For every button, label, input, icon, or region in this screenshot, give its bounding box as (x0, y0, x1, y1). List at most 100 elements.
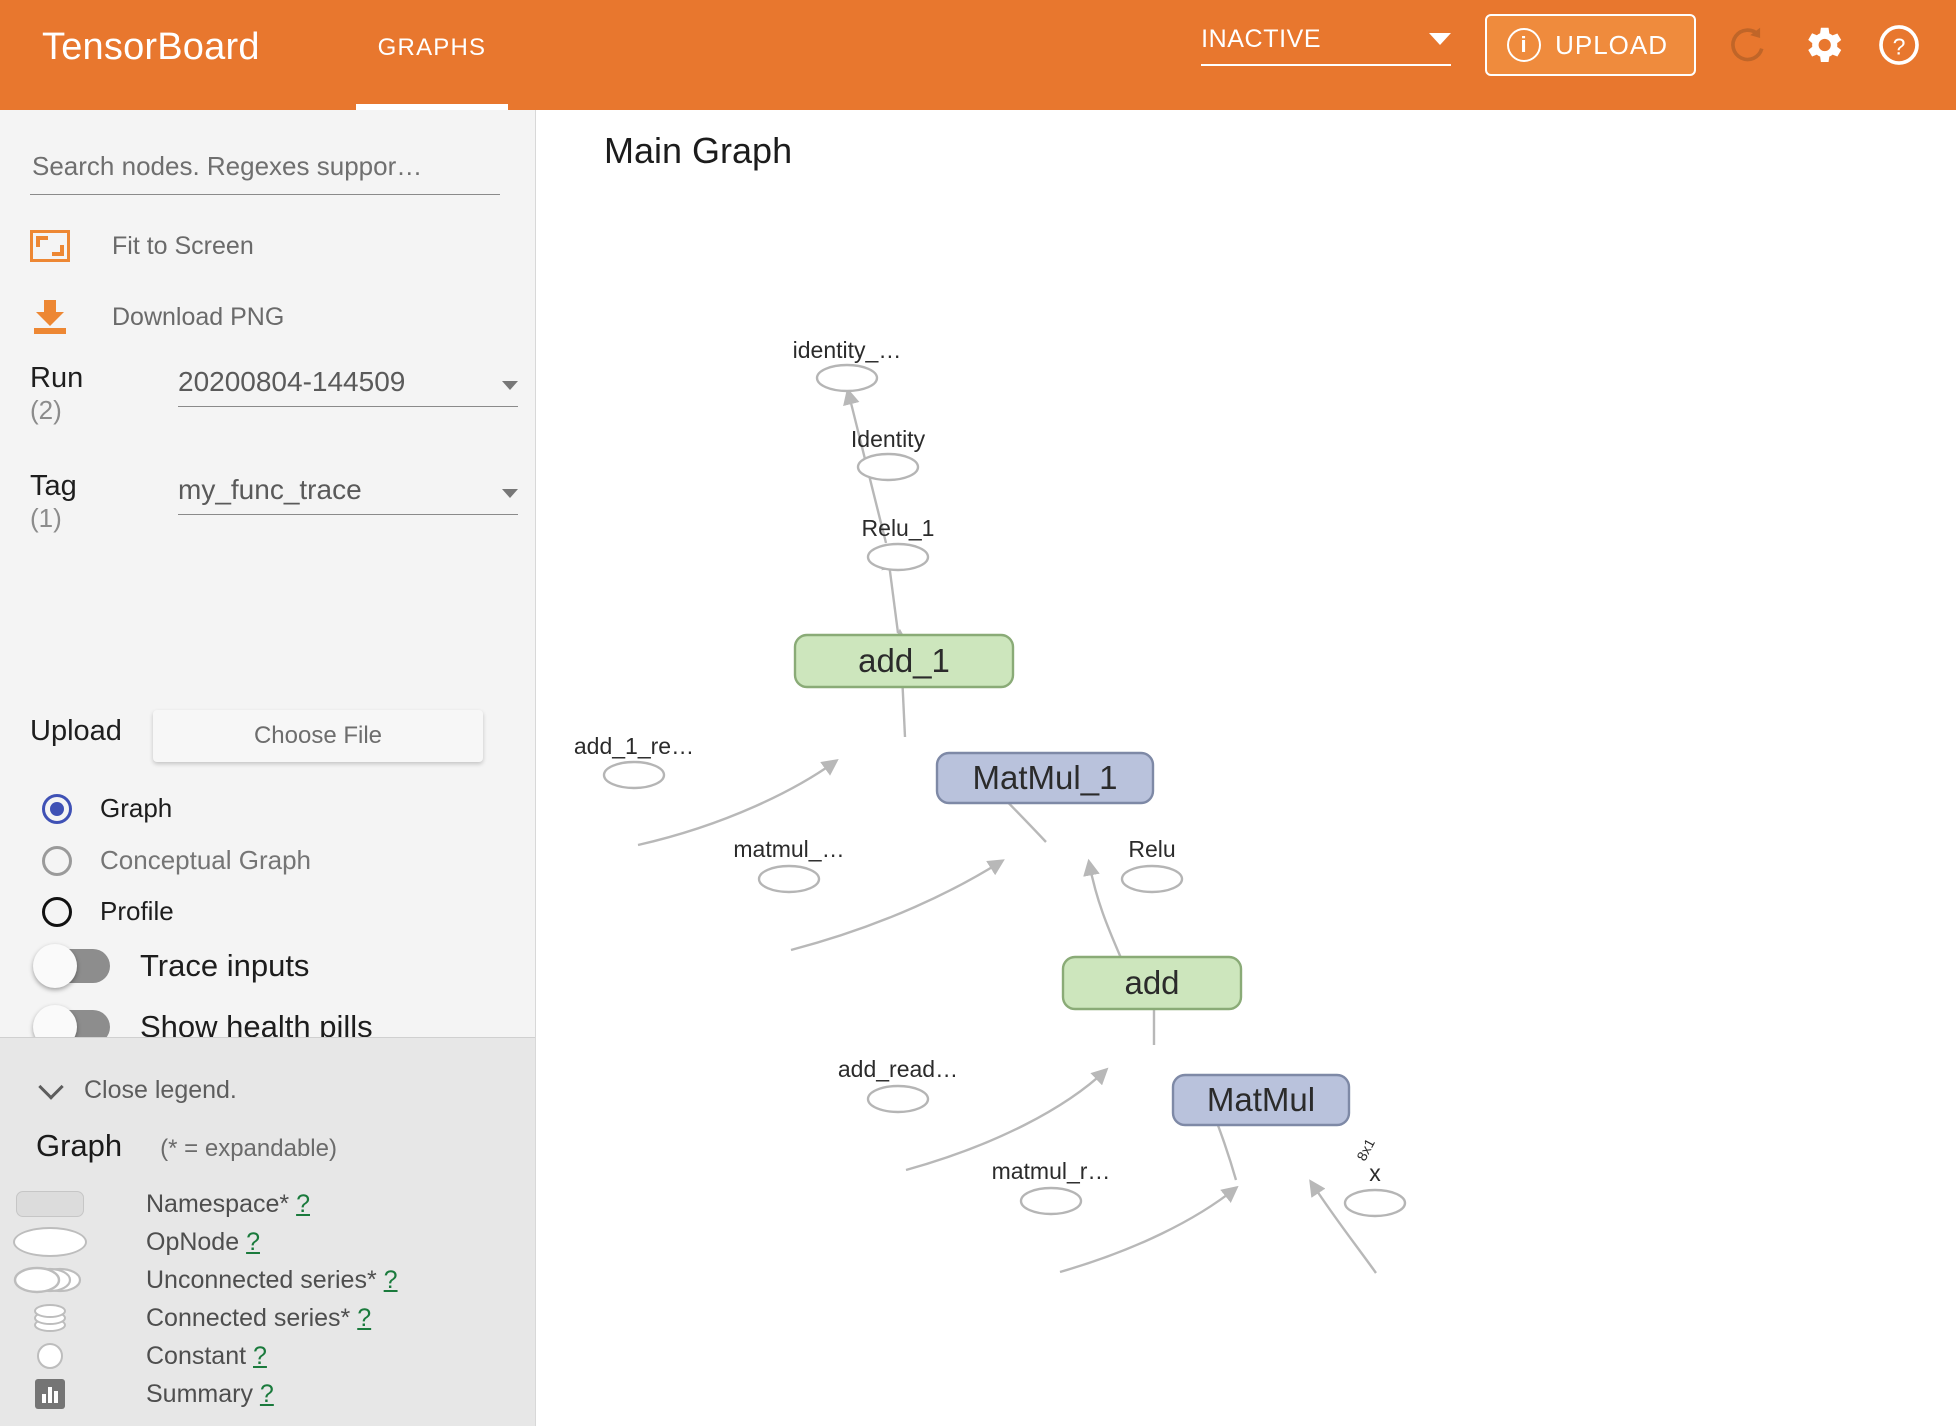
tab-graphs[interactable]: GRAPHS (377, 34, 487, 61)
op-node-ellipse[interactable] (757, 864, 821, 894)
legend-item-opnode-label: OpNode ? (146, 1227, 260, 1256)
app-header: TensorBoard GRAPHS INACTIVE i UPLOAD (0, 0, 1956, 110)
graph-node-add_read[interactable]: add_read… (838, 1056, 958, 1114)
close-legend-button[interactable]: Close legend. (38, 1073, 237, 1105)
graph-node-rect[interactable] (1061, 955, 1243, 1011)
refresh-icon[interactable] (1726, 23, 1770, 67)
op-node-ellipse[interactable] (815, 363, 879, 393)
run-select[interactable]: 20200804-144509 (178, 366, 518, 407)
help-link[interactable]: ? (253, 1341, 267, 1370)
radio-graph-indicator (42, 793, 72, 824)
graph-node-label: identity_… (793, 337, 902, 363)
run-field: Run (2) 20200804-144509 (30, 362, 518, 426)
help-link[interactable]: ? (383, 1265, 398, 1294)
legend-item-constant: Constant ? (0, 1338, 535, 1374)
graph-node-MatMul_1[interactable]: MatMul_1 (935, 751, 1155, 805)
edge-add1read-to-add1 (637, 759, 839, 847)
op-node-ellipse[interactable] (856, 452, 920, 482)
download-png-button[interactable]: Download PNG (30, 300, 284, 334)
toggle-trace-inputs[interactable]: Trace inputs (33, 944, 309, 988)
graph-node-matmul_read_1[interactable]: matmul_… (733, 836, 845, 894)
run-count: (2) (30, 395, 62, 425)
legend-note: (* = expandable) (160, 1135, 337, 1162)
op-node-ellipse[interactable] (1343, 1188, 1407, 1218)
op-node-ellipse[interactable] (866, 542, 930, 572)
radio-conceptual-graph[interactable]: Conceptual Graph (42, 845, 311, 876)
tab-active-underline (355, 104, 509, 110)
tag-select[interactable]: my_func_trace (178, 474, 518, 515)
fit-to-screen-button[interactable]: Fit to Screen (30, 230, 254, 262)
chevron-down-icon (38, 1073, 64, 1100)
tab-bar: GRAPHS (355, 32, 509, 110)
graph-node-rect[interactable] (1171, 1073, 1351, 1127)
graph-svg[interactable]: identity_…IdentityRelu_1add_1add_1_re…Ma… (536, 110, 1956, 1426)
chevron-down-icon (1429, 33, 1452, 45)
app-brand: TensorBoard (42, 26, 260, 68)
inactive-runs-dropdown[interactable]: INACTIVE (1201, 24, 1452, 66)
edge-addread-to-add (905, 1067, 1109, 1172)
choose-file-button[interactable]: Choose File (153, 710, 483, 762)
legend-item-summary: Summary ? (0, 1376, 535, 1412)
help-link[interactable]: ? (357, 1303, 372, 1332)
close-legend-label: Close legend. (84, 1076, 237, 1104)
upload-button-label: UPLOAD (1555, 29, 1668, 60)
inactive-label: INACTIVE (1201, 24, 1322, 53)
graph-node-add_1[interactable]: add_1 (793, 633, 1015, 689)
graph-node-add[interactable]: add (1061, 955, 1243, 1011)
radio-profile-label: Profile (100, 896, 174, 926)
graph-node-rect[interactable] (935, 751, 1155, 805)
help-icon[interactable]: ? (1876, 22, 1922, 68)
search-input[interactable] (30, 150, 500, 195)
legend-item-connected-series: Connected series* ? (0, 1300, 535, 1336)
download-icon (30, 300, 70, 334)
edge-matmulread-to-matmul (1059, 1185, 1239, 1274)
graph-canvas-panel[interactable]: Main Graph identity_… (536, 110, 1956, 1426)
help-link[interactable]: ? (246, 1227, 260, 1256)
help-link[interactable]: ? (259, 1379, 274, 1408)
op-node-ellipse[interactable] (602, 760, 666, 790)
legend-item-namespace: Namespace* ? (0, 1186, 535, 1222)
settings-gear-icon[interactable] (1800, 22, 1846, 68)
radio-conceptual-graph-label: Conceptual Graph (100, 845, 312, 875)
graph-node-label: x (1369, 1160, 1381, 1186)
graph-node-label: add_1_re… (574, 733, 694, 759)
legend-item-connected-series-label: Connected series* ? (146, 1303, 372, 1332)
graph-node-label: matmul_r… (992, 1158, 1111, 1184)
legend-header: Graph (* = expandable) (36, 1128, 337, 1164)
graph-node-MatMul[interactable]: MatMul (1171, 1073, 1351, 1127)
radio-profile-indicator (42, 896, 72, 927)
upload-button[interactable]: i UPLOAD (1485, 14, 1696, 76)
graph-node-add_1_read[interactable]: add_1_re… (574, 733, 694, 790)
namespace-icon (0, 1191, 100, 1217)
graph-node-matmul_read[interactable]: matmul_r… (992, 1158, 1111, 1216)
tag-value: my_func_trace (178, 474, 362, 505)
download-png-label: Download PNG (112, 302, 285, 331)
run-label: Run (30, 362, 84, 394)
graph-node-rect[interactable] (793, 633, 1015, 689)
info-icon: i (1507, 28, 1542, 62)
search-field-wrapper (30, 150, 500, 195)
help-link[interactable]: ? (296, 1189, 310, 1218)
graph-node-label: Identity (851, 426, 926, 452)
graph-node-x[interactable]: x (1343, 1160, 1407, 1218)
op-node-ellipse[interactable] (1019, 1186, 1083, 1216)
constant-icon (0, 1343, 100, 1369)
radio-profile[interactable]: Profile (42, 896, 174, 927)
upload-field: Upload (30, 715, 500, 748)
graph-node-Relu[interactable]: Relu (1120, 836, 1184, 894)
toggle-trace-inputs-switch[interactable] (33, 944, 110, 988)
radio-graph[interactable]: Graph (42, 793, 172, 824)
legend-item-unconnected-series-label: Unconnected series* ? (146, 1265, 398, 1294)
legend-item-opnode: OpNode ? (0, 1224, 535, 1260)
op-node-ellipse[interactable] (866, 1084, 930, 1114)
graph-node-identity_out[interactable]: identity_… (793, 337, 902, 393)
graph-node-Relu_1[interactable]: Relu_1 (862, 515, 935, 572)
chevron-down-icon (502, 381, 518, 390)
op-node-ellipse[interactable] (1120, 864, 1184, 894)
edge-matmulread1-to-matmul1 (790, 859, 1005, 952)
header-actions: INACTIVE i UPLOAD ? (1201, 14, 1922, 76)
graph-node-label: add (1124, 964, 1179, 1001)
radio-conceptual-graph-indicator (42, 845, 72, 876)
graph-node-Identity[interactable]: Identity (851, 426, 926, 482)
